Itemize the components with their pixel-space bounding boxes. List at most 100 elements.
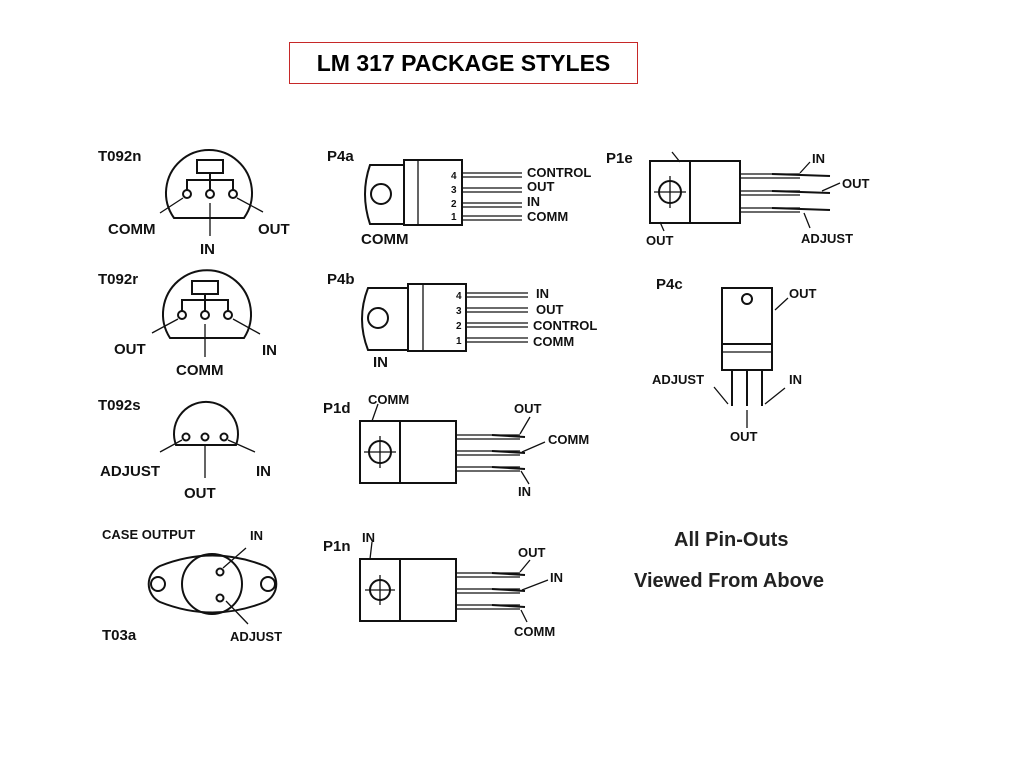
title-box: LM 317 PACKAGE STYLES [289, 42, 638, 84]
pin-number: 3 [456, 306, 462, 317]
pin-hole [228, 189, 238, 199]
pin-hole [182, 189, 192, 199]
pin-hole [205, 189, 215, 199]
pin-label: IN [250, 528, 263, 543]
tab-label: OUT [789, 286, 817, 301]
package-p1d: P1d COMM OUT COMM IN [323, 392, 589, 499]
pin-hole [219, 432, 229, 442]
pin-label: IN [518, 484, 531, 499]
mounting-hole [367, 307, 389, 329]
pin-label: CONTROL [527, 165, 591, 180]
package-t03a: CASE OUTPUT IN T03a ADJUST [102, 527, 282, 644]
pin-hole [181, 432, 191, 442]
pin-leads [731, 370, 763, 406]
pin-label: OUT [842, 176, 870, 191]
package-label-t03a: T03a [102, 627, 137, 644]
pin-leads [462, 172, 522, 221]
pin-label: IN [256, 463, 271, 480]
pin-label: IN [812, 151, 825, 166]
leader-lines [159, 439, 256, 478]
pin-label: COMM [514, 624, 555, 639]
pin-tips [491, 434, 526, 470]
package-t092s: T092s ADJUST OUT IN [98, 397, 271, 502]
pin-hole [215, 567, 225, 577]
pin-label: OUT [536, 302, 564, 317]
resistor-symbol [191, 280, 219, 295]
pin-label: OUT [518, 545, 546, 560]
case-label: CASE OUTPUT [102, 527, 195, 542]
package-body [689, 160, 741, 224]
to3-can [181, 553, 243, 615]
pin-leads [456, 572, 520, 610]
pin-label: COMM [527, 209, 568, 224]
tab-label: COMM [368, 392, 409, 407]
package-body [399, 420, 457, 484]
pin-number: 2 [456, 321, 462, 332]
to92-body [165, 149, 253, 219]
leader-lines [159, 197, 264, 236]
to3-flange [147, 554, 278, 614]
package-label-p1n: P1n [323, 538, 351, 555]
package-label-p1d: P1d [323, 400, 351, 417]
hole-crosshair [365, 575, 395, 605]
package-t092n: T092n COMM IN OUT [98, 148, 290, 258]
pin-leads [466, 292, 528, 343]
internal-wiring [181, 294, 229, 312]
pin-label: COMM [176, 362, 224, 379]
package-label-p4b: P4b [327, 271, 355, 288]
pin-label: OUT [730, 429, 758, 444]
pin-label: ADJUST [100, 463, 160, 480]
package-body [721, 343, 773, 371]
page-title: LM 317 PACKAGE STYLES [316, 49, 611, 76]
pin-hole [215, 593, 225, 603]
package-p4b: P4b 4 3 2 1 IN OUT CONTROL COMM IN [327, 271, 597, 371]
leader-lines [371, 403, 546, 485]
pin-label: OUT [258, 221, 290, 238]
package-p1e: P1e IN OUT ADJUST OUT [606, 150, 870, 248]
internal-wiring [186, 173, 234, 191]
tab-label: OUT [646, 233, 674, 248]
pin-hole [200, 310, 210, 320]
note-line-2: Viewed From Above [634, 570, 824, 592]
package-label-p4a: P4a [327, 148, 354, 165]
pin-label: ADJUST [801, 231, 853, 246]
pin-number: 1 [451, 212, 457, 223]
package-label-t092s: T092s [98, 397, 141, 414]
package-t092r: T092r OUT COMM IN [98, 269, 277, 379]
pin-label: IN [527, 194, 540, 209]
mounting-hole [150, 576, 166, 592]
pin-label: IN [200, 241, 215, 258]
pin-label: OUT [114, 341, 146, 358]
pin-hole [223, 310, 233, 320]
package-p4a: P4a 4 3 2 1 CONTROL OUT IN COMM COMM [327, 148, 591, 248]
pin-number: 4 [456, 291, 462, 302]
pin-label: IN [536, 286, 549, 301]
pin-tips [491, 572, 526, 608]
pin-hole [177, 310, 187, 320]
pin-label: OUT [527, 179, 555, 194]
package-p4c: P4c OUT ADJUST IN OUT [652, 276, 817, 444]
pin-label: OUT [184, 485, 216, 502]
heat-tab [721, 287, 773, 345]
pin-label: CONTROL [533, 318, 597, 333]
pin-number: 3 [451, 185, 457, 196]
mounting-hole [370, 183, 392, 205]
leader-lines [659, 151, 841, 232]
package-p1n: P1n IN OUT IN COMM [323, 530, 563, 639]
pin-leads [456, 434, 520, 472]
pin-label: COMM [548, 432, 589, 447]
tab-label: IN [362, 530, 375, 545]
pin-label: IN [789, 372, 802, 387]
leader-lines [713, 297, 789, 428]
to92-body [173, 400, 239, 446]
pin-number: 1 [456, 336, 462, 347]
package-body [407, 283, 467, 352]
leader-lines [151, 318, 261, 357]
pin-label: ADJUST [652, 372, 704, 387]
pin-number: 2 [451, 199, 457, 210]
package-label-p4c: P4c [656, 276, 683, 293]
tab-label: COMM [361, 231, 409, 248]
heat-tab [364, 164, 405, 225]
package-body [399, 558, 457, 622]
